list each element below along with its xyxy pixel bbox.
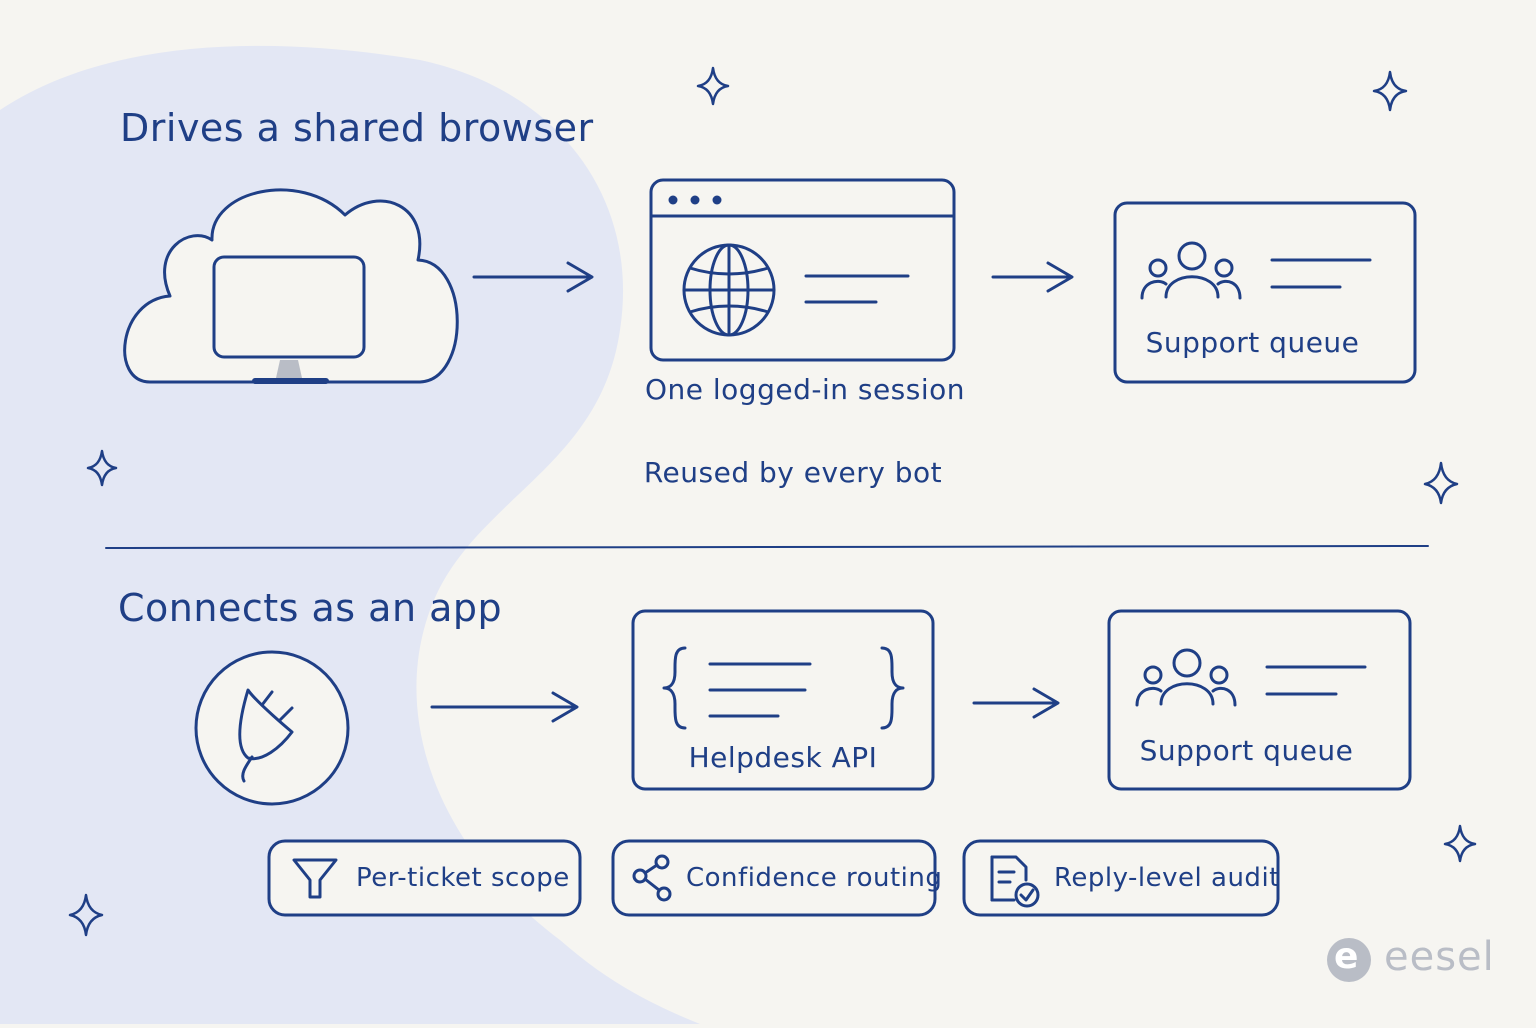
session-caption: One logged-in session xyxy=(644,373,966,406)
feature-pill-scope xyxy=(267,839,582,917)
queue-label-top: Support queue xyxy=(1145,326,1360,359)
arrow-cloud-to-browser xyxy=(472,261,594,293)
funnel-icon xyxy=(292,858,338,899)
queue-label-bottom: Support queue xyxy=(1139,734,1354,767)
arrow-browser-to-queue xyxy=(991,261,1074,293)
sparkle-icons xyxy=(68,66,1477,937)
globe-icon xyxy=(682,243,776,337)
arrow-plug-to-api xyxy=(430,691,579,723)
feature-pill-routing xyxy=(611,839,937,917)
feature-label-audit: Reply-level audit xyxy=(1054,863,1280,893)
bottom-heading: Connects as an app xyxy=(118,586,503,630)
section-divider xyxy=(105,545,1429,549)
support-queue-card-top xyxy=(1113,201,1417,384)
people-group-icon xyxy=(1140,241,1242,300)
feature-pill-audit xyxy=(962,839,1280,917)
cloud-monitor-icon xyxy=(123,188,459,384)
arrow-api-to-queue xyxy=(972,687,1060,719)
braces-icon xyxy=(662,646,905,730)
support-queue-card-bottom xyxy=(1107,609,1412,791)
plug-icon xyxy=(194,650,350,806)
logo-letter: e xyxy=(1334,936,1359,977)
document-check-icon xyxy=(990,855,1040,908)
reuse-note: Reused by every bot xyxy=(643,456,943,489)
share-nodes-icon xyxy=(632,854,672,902)
eesel-logo-mark xyxy=(1327,938,1371,982)
people-group-icon xyxy=(1135,648,1237,707)
api-label: Helpdesk API xyxy=(688,741,878,774)
logo-text: eesel xyxy=(1384,934,1495,980)
top-heading: Drives a shared browser xyxy=(120,106,594,150)
browser-window xyxy=(649,178,956,362)
feature-label-routing: Confidence routing xyxy=(686,863,943,893)
helpdesk-api-card xyxy=(631,609,935,791)
feature-label-scope: Per-ticket scope xyxy=(356,863,570,893)
